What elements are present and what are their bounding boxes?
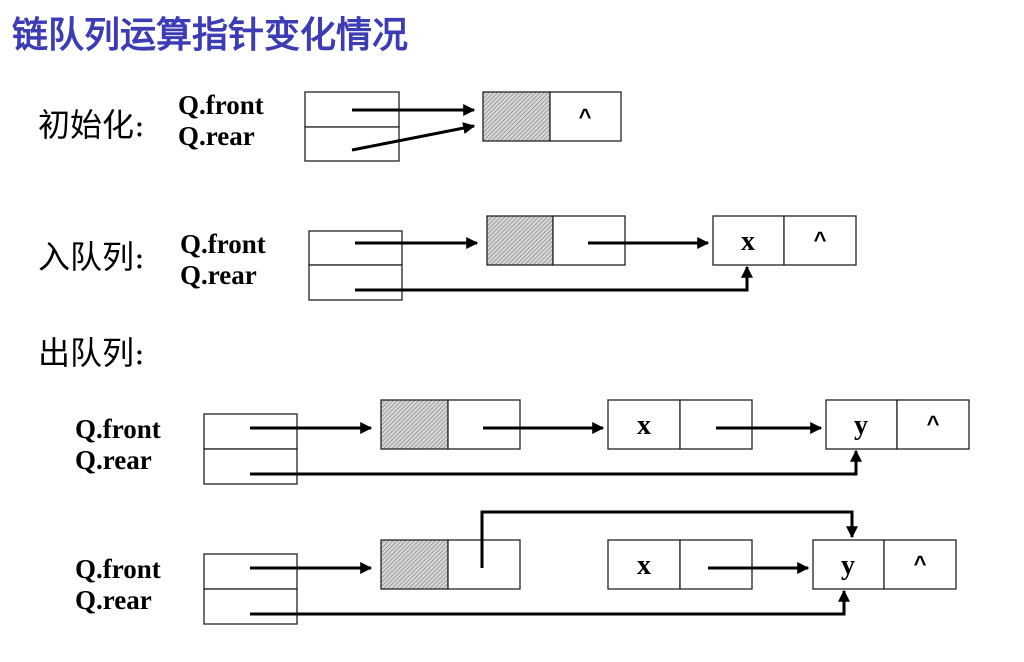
head-node-next [447, 399, 521, 450]
rear-label: Q.rear [180, 260, 257, 290]
node-x-value: x [637, 550, 651, 581]
front-pointer-cell [308, 230, 403, 266]
head-node-data [380, 539, 449, 590]
rear-arrow [250, 449, 862, 476]
null-mark: ^ [814, 227, 827, 252]
rear-pointer-cell [308, 264, 403, 301]
front-label: Q.front [75, 414, 161, 444]
init-section: 初始化: Q.front Q.rear ^ [38, 90, 622, 162]
dequeue-after: Q.front Q.rear x y ^ [75, 510, 957, 625]
null-mark: ^ [914, 551, 927, 576]
node-y-next [883, 539, 957, 590]
dequeue-before: Q.front Q.rear x y ^ [75, 399, 970, 485]
head-node-next [552, 215, 626, 266]
node-y-next [896, 399, 970, 450]
head-node-next [447, 539, 521, 590]
null-mark: ^ [579, 104, 592, 129]
node-x-next [679, 539, 753, 590]
rear-label: Q.rear [75, 585, 152, 615]
head-node-data [380, 399, 449, 450]
head-node-data [482, 91, 551, 142]
node-x-data [607, 399, 681, 450]
node-x-data [712, 215, 785, 266]
front-pointer-cell [203, 413, 298, 450]
enqueue-label: 入队列: [38, 238, 145, 276]
rear-arrow [351, 122, 476, 152]
node-y-value: y [854, 410, 868, 441]
front-label: Q.front [180, 229, 266, 259]
front-label: Q.front [75, 554, 161, 584]
head-node-data [486, 215, 554, 266]
rear-pointer-cell [203, 448, 298, 485]
node-x-next [783, 215, 857, 266]
front-pointer-cell [203, 553, 298, 590]
dequeue-label: 出队列: [38, 334, 145, 372]
node-y-value: y [841, 550, 855, 581]
node-value: x [741, 226, 755, 257]
rear-arrow [355, 265, 753, 292]
rear-label: Q.rear [178, 121, 255, 151]
page-title: 链队列运算指针变化情况 [12, 14, 408, 56]
null-mark: ^ [927, 411, 940, 436]
node-x-next [679, 399, 753, 450]
head-node-next [549, 91, 622, 142]
node-x-value: x [637, 410, 651, 441]
init-label: 初始化: [38, 106, 145, 144]
rear-label: Q.rear [75, 445, 152, 475]
node-x-data [607, 539, 681, 590]
front-label: Q.front [178, 90, 264, 120]
enqueue-section: 入队列: Q.front Q.rear x ^ [38, 215, 857, 301]
rear-arrow [250, 589, 850, 616]
bypass-arrow [480, 510, 858, 568]
rear-pointer-cell [203, 588, 298, 625]
